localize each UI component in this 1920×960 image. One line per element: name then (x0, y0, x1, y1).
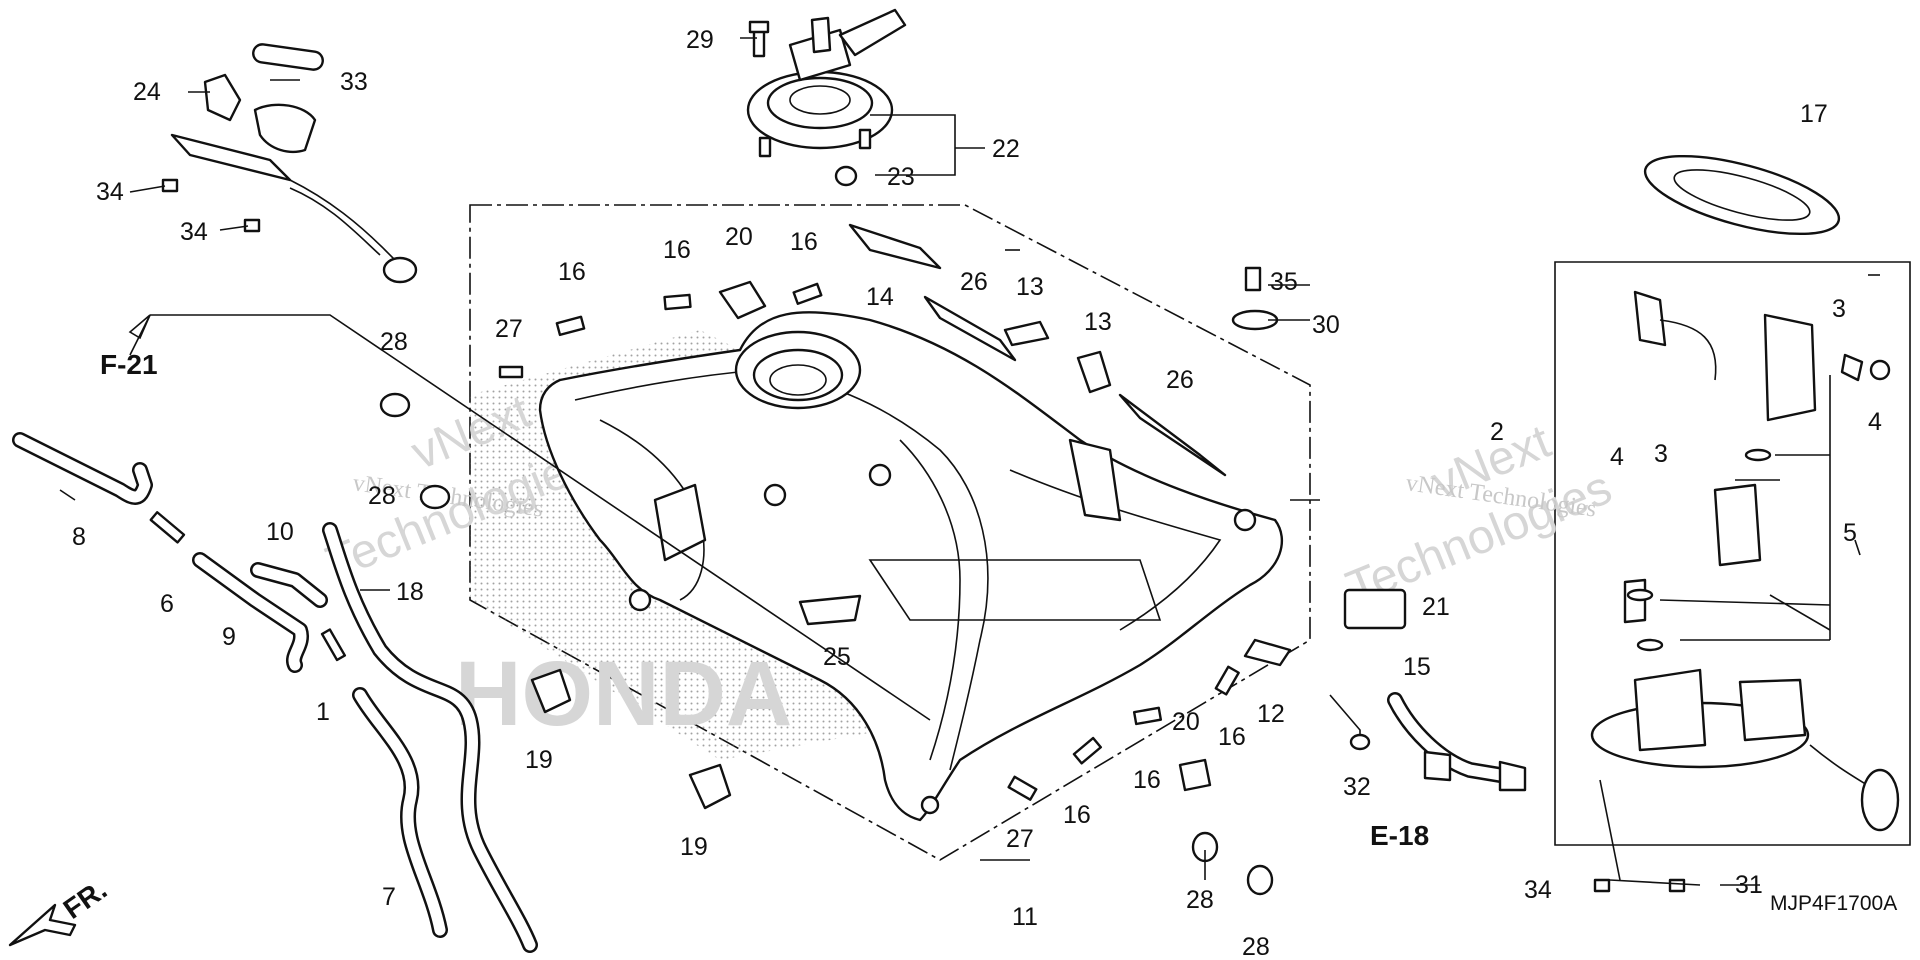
callout-22: 22 (992, 135, 1020, 163)
callout-31: 31 (1735, 871, 1763, 899)
callout-18: 18 (396, 578, 424, 606)
callout-9: 9 (222, 623, 236, 651)
callout-27b: 27 (1006, 825, 1034, 853)
callout-28c: 28 (1186, 886, 1214, 914)
callout-34b: 34 (180, 218, 208, 246)
callout-16d: 16 (1063, 801, 1091, 829)
callout-15: 15 (1403, 653, 1431, 681)
callout-7: 7 (382, 883, 396, 911)
callout-30: 30 (1312, 311, 1340, 339)
callout-13a: 13 (1016, 273, 1044, 301)
callout-20b: 20 (1172, 708, 1200, 736)
callout-4a: 4 (1868, 408, 1882, 436)
callout-26a: 26 (960, 268, 988, 296)
callout-12: 12 (1257, 700, 1285, 728)
callout-13b: 13 (1084, 308, 1112, 336)
callout-16b: 16 (663, 236, 691, 264)
fuel-filler-cap (746, 8, 907, 187)
callout-26b: 26 (1166, 366, 1194, 394)
callout-8: 8 (72, 523, 86, 551)
callout-27a: 27 (495, 315, 523, 343)
callout-16a: 16 (558, 258, 586, 286)
callout-3a: 3 (1832, 295, 1846, 323)
front-arrow: FR. (8, 874, 113, 947)
callout-25: 25 (823, 643, 851, 671)
callout-2: 2 (1490, 418, 1504, 446)
callouts: 1 2 3 3 4 4 5 6 7 8 9 10 11 12 13 13 14 … (72, 26, 1882, 960)
callout-34c: 34 (1524, 876, 1552, 904)
leader-lines (59, 37, 1880, 886)
callout-4b: 4 (1610, 443, 1624, 471)
callout-28d: 28 (1242, 933, 1270, 960)
callout-19a: 19 (525, 746, 553, 774)
small-parts (379, 223, 1407, 896)
callout-17: 17 (1800, 100, 1828, 128)
callout-6: 6 (160, 590, 174, 618)
callout-29: 29 (686, 26, 714, 54)
callout-14: 14 (866, 283, 894, 311)
ref-e18: E-18 (1370, 820, 1429, 851)
callout-16f: 16 (1218, 723, 1246, 751)
callout-5: 5 (1843, 519, 1857, 547)
fuel-tank (538, 311, 1284, 822)
callout-19b: 19 (680, 833, 708, 861)
ref-f21: F-21 (100, 349, 158, 380)
callout-23: 23 (887, 163, 915, 191)
callout-34a: 34 (96, 178, 124, 206)
callout-21: 21 (1422, 593, 1450, 621)
front-label: FR. (58, 874, 113, 925)
callout-3b: 3 (1654, 440, 1668, 468)
callout-16c: 16 (790, 228, 818, 256)
callout-33: 33 (340, 68, 368, 96)
callout-28a: 28 (380, 328, 408, 356)
callout-28b: 28 (368, 482, 396, 510)
hoses (12, 432, 538, 953)
callout-16e: 16 (1133, 766, 1161, 794)
callout-11: 11 (1012, 903, 1038, 931)
callout-32: 32 (1343, 773, 1371, 801)
callout-24: 24 (133, 78, 161, 106)
fuel-pump-assembly (1590, 154, 1900, 893)
ref-f21-arrow (128, 314, 151, 340)
callout-20a: 20 (725, 223, 753, 251)
diagram-code: MJP4F1700A (1770, 892, 1897, 915)
wiring-harness (1329, 692, 1527, 792)
callout-1: 1 (316, 698, 330, 726)
pump-group-boundary (1554, 261, 1911, 846)
watermark-logo: HONDA (455, 643, 792, 745)
sender-unit (161, 43, 418, 284)
callout-10: 10 (266, 518, 294, 546)
callout-35: 35 (1270, 268, 1298, 296)
